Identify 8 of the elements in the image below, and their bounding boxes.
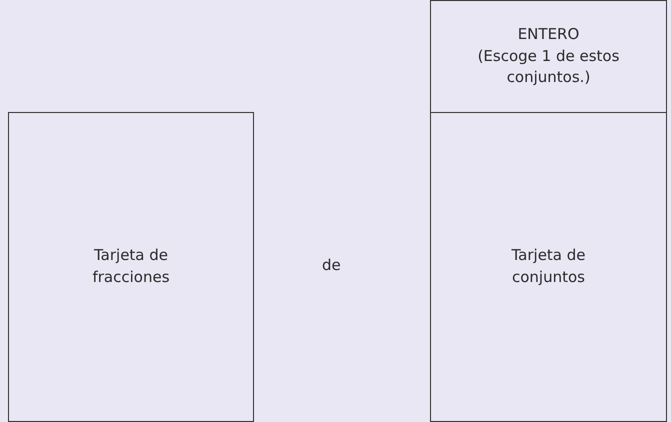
- card-label: Tarjeta de fracciones: [91, 245, 171, 288]
- instruction-text: (Escoge 1 de estos conjuntos.): [476, 46, 620, 88]
- box-heading: ENTERO: [518, 24, 580, 45]
- connecting-word: de: [322, 256, 341, 274]
- card-label: Tarjeta de conjuntos: [510, 245, 587, 288]
- card-box: [8, 112, 254, 422]
- header-box: [430, 0, 667, 113]
- card-box: [430, 112, 667, 422]
